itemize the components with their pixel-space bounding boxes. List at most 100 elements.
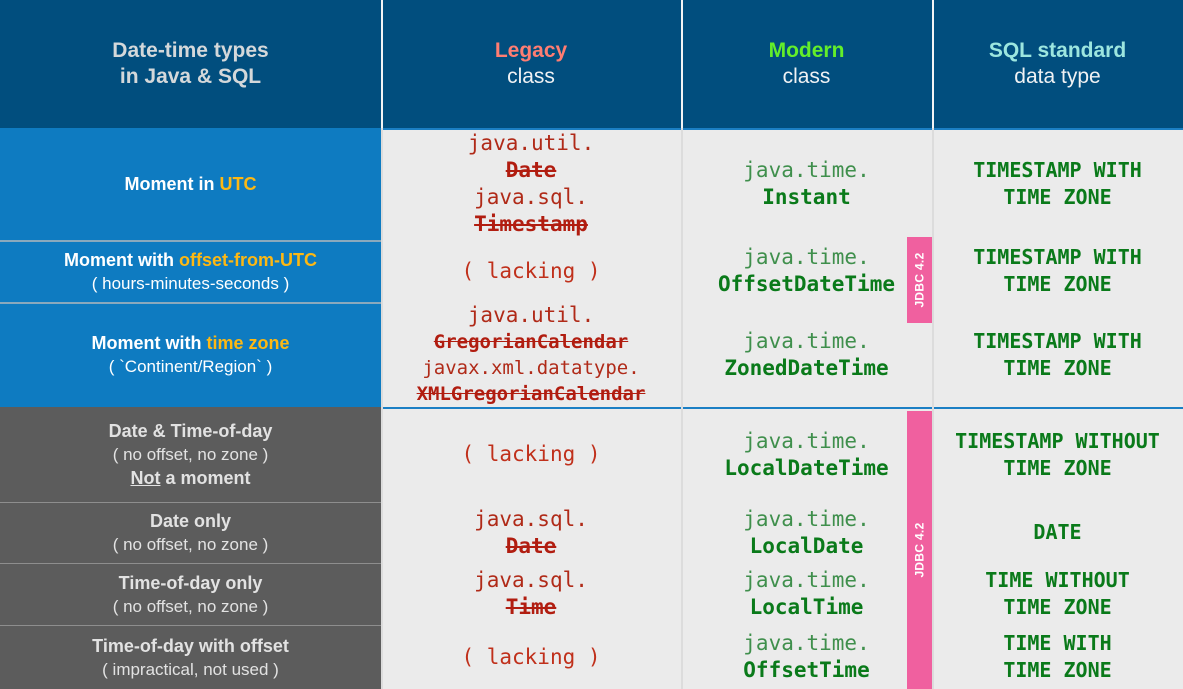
sql-type-line2: TIME ZONE <box>1003 658 1112 682</box>
row-label-moment-with-offset: Moment with offset-from-UTC ( hours-minu… <box>0 240 381 302</box>
jdbc-badge-lower-label: JDBC 4.2 <box>912 522 927 578</box>
modern-package: java.time. <box>743 328 870 353</box>
header-modern-label: Modern <box>768 39 845 62</box>
row-label-time-of-day-with-offset: Time-of-day with offset ( impractical, n… <box>0 625 381 689</box>
modern-cell-moment-with-offset: java.time. OffsetDateTime <box>681 240 932 302</box>
jdbc-badge-upper-label: JDBC 4.2 <box>912 252 927 308</box>
header-divider <box>681 0 683 128</box>
modern-package: java.time. <box>743 428 870 453</box>
row-label-time-of-day-only: Time-of-day only ( no offset, no zone ) <box>0 563 381 625</box>
legacy-class-deprecated: Time <box>505 595 557 619</box>
row-label-text: Moment with <box>64 249 179 270</box>
sql-type-line1: TIMESTAMP WITHOUT <box>955 428 1160 453</box>
modern-package: java.time. <box>743 245 870 269</box>
legacy-cell-date-only: java.sql. Date <box>381 502 681 563</box>
row-top-rule <box>681 407 932 409</box>
header-divider <box>381 0 383 128</box>
sql-cell-date-only: DATE <box>932 502 1183 563</box>
legacy-package: java.sql. <box>474 185 588 209</box>
row-separator <box>0 563 381 564</box>
legacy-lacking: ( lacking ) <box>461 258 601 283</box>
row-label-sub: ( hours-minutes-seconds ) <box>91 273 290 293</box>
modern-cell-date-and-time-of-day: java.time. LocalDateTime <box>681 407 932 502</box>
sql-type-line1: TIMESTAMP WITH <box>973 328 1142 353</box>
sql-type-line1: TIME WITHOUT <box>985 568 1130 592</box>
header-cell-modern: Modern class <box>681 0 932 128</box>
row-top-rule <box>932 407 1183 409</box>
legacy-class-deprecated: GregorianCalendar <box>433 331 629 353</box>
column-divider <box>681 502 683 563</box>
row-label-text: Moment in <box>124 174 220 194</box>
sql-cell-time-of-day-only: TIME WITHOUT TIME ZONE <box>932 563 1183 625</box>
row-label-highlight: time zone <box>206 333 290 353</box>
header-divider <box>932 0 934 128</box>
column-divider <box>932 502 934 563</box>
sql-cell-moment-with-timezone: TIMESTAMP WITH TIME ZONE <box>932 302 1183 407</box>
legacy-package: java.sql. <box>474 568 588 592</box>
header-cell-category: Date-time types in Java & SQL <box>0 0 381 128</box>
row-label-sub: ( no offset, no zone ) <box>112 445 269 464</box>
sql-type-line2: TIME ZONE <box>1003 595 1112 619</box>
row-separator <box>0 625 381 626</box>
column-divider <box>381 502 383 563</box>
row-label-date-only: Date only ( no offset, no zone ) <box>0 502 381 563</box>
header-modern-sublabel: class <box>782 65 831 88</box>
row-label-sub: ( `Continent/Region` ) <box>108 357 273 376</box>
column-divider <box>932 563 934 625</box>
sql-cell-time-of-day-with-offset: TIME WITH TIME ZONE <box>932 625 1183 689</box>
legacy-cell-moment-with-timezone: java.util. GregorianCalendar javax.xml.d… <box>381 302 681 407</box>
modern-class: OffsetDateTime <box>717 272 895 296</box>
row-label-moment-in-utc: Moment in UTC <box>0 128 381 240</box>
legacy-class-deprecated: Date <box>505 158 557 182</box>
column-divider <box>681 407 683 502</box>
row-label-main: Time-of-day only <box>118 572 263 593</box>
legacy-cell-moment-in-utc: java.util. Date java.sql. Timestamp <box>381 128 681 240</box>
legacy-package: java.sql. <box>474 506 588 531</box>
row-label-extra: Not a moment <box>130 466 250 490</box>
sql-cell-moment-in-utc: TIMESTAMP WITH TIME ZONE <box>932 128 1183 240</box>
legacy-package: java.util. <box>467 131 595 155</box>
modern-class: LocalDate <box>749 533 864 558</box>
legacy-lacking: ( lacking ) <box>461 644 601 669</box>
row-label-extra-underlined: Not <box>130 468 161 488</box>
column-divider <box>932 407 934 502</box>
sql-type-line1: TIMESTAMP WITH <box>973 158 1142 182</box>
sql-type-line1: TIME WITH <box>1003 631 1112 655</box>
header-legacy-label: Legacy <box>494 39 568 62</box>
legacy-lacking: ( lacking ) <box>461 442 601 466</box>
column-divider <box>932 302 934 407</box>
column-divider <box>681 563 683 625</box>
row-label-extra-rest: a moment <box>160 468 251 488</box>
modern-cell-time-of-day-with-offset: java.time. OffsetTime <box>681 625 932 689</box>
row-separator <box>0 502 381 503</box>
row-label-main: Moment in UTC <box>125 172 257 196</box>
row-top-rule <box>932 128 1183 130</box>
jdbc-badge-lower: JDBC 4.2 <box>907 411 932 689</box>
modern-class: OffsetTime <box>743 658 870 682</box>
row-label-highlight: UTC <box>219 174 257 194</box>
column-divider <box>381 625 383 689</box>
sql-type-line1: TIMESTAMP WITH <box>973 245 1142 269</box>
modern-cell-moment-with-timezone: java.time. ZonedDateTime <box>681 302 932 407</box>
row-separator <box>0 240 381 242</box>
row-label-text: Moment with <box>91 333 207 353</box>
column-divider <box>381 302 383 407</box>
column-divider <box>681 625 683 689</box>
legacy-class-deprecated: Timestamp <box>474 212 588 236</box>
column-divider <box>681 128 683 240</box>
row-label-sub: ( impractical, not used ) <box>102 659 279 679</box>
header-title-line1: Date-time types <box>112 39 269 62</box>
row-label-main: Date & Time-of-day <box>108 421 273 441</box>
row-label-sub: ( no offset, no zone ) <box>112 596 269 616</box>
row-label-sub: ( no offset, no zone ) <box>112 535 269 554</box>
modern-class: Instant <box>762 185 851 209</box>
column-divider <box>932 625 934 689</box>
column-divider <box>681 302 683 407</box>
row-label-highlight: offset-from-UTC <box>179 249 317 270</box>
column-divider <box>681 240 683 302</box>
row-label-main: Moment with time zone <box>91 331 289 355</box>
sql-type-line1: DATE <box>1033 520 1082 544</box>
column-divider <box>381 128 383 240</box>
modern-package: java.time. <box>743 568 870 592</box>
